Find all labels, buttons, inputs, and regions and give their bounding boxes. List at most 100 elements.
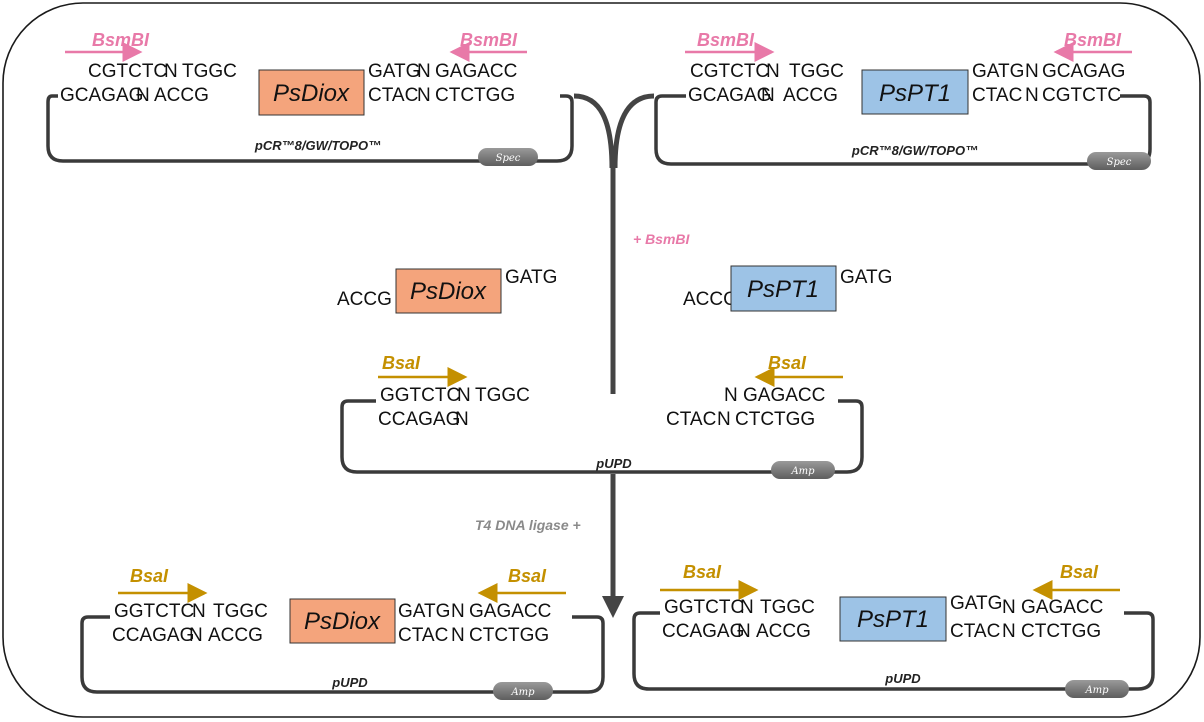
vector-name: pCR™8/GW/TOPO™: [254, 138, 381, 153]
spacer-n: N: [457, 385, 471, 406]
amp-marker: [771, 461, 835, 479]
spacer-n: N: [1002, 597, 1016, 618]
overhang-bottom: ACCG: [783, 85, 838, 106]
fragment-left-overhang: ACCG: [683, 289, 738, 310]
fragment-left-overhang: ACCG: [337, 289, 392, 310]
fragment-right-overhang: GATG: [840, 267, 892, 288]
spacer-n: N: [164, 61, 178, 82]
pspt1-gene-box: [861, 69, 969, 115]
psdiox-gene-box: [289, 598, 396, 644]
site-top-right: GAGACC: [1021, 597, 1103, 618]
bsai-left-label: BsaI: [683, 562, 722, 582]
pupd-backbone: [80, 615, 605, 694]
pspt1-fragment: ACCG PsPT1 GATG: [683, 265, 892, 312]
pupd-pspt1-product: BsaI BsaI GGTCTC N TGGC CCAGAG N ACCG Ps…: [632, 562, 1155, 698]
site-bottom-left: CCAGAG: [112, 625, 194, 646]
bsai-left-label: BsaI: [382, 353, 421, 373]
overhang-top: TGGC: [213, 601, 268, 622]
topo-backbone: [654, 94, 1152, 166]
overhang-top-right: GATG: [972, 61, 1024, 82]
digest-step-label: + BsmBI: [633, 231, 691, 247]
overhang-bottom: ACCG: [154, 85, 209, 106]
bsai-right-label: BsaI: [508, 566, 547, 586]
ligation-flow: T4 DNA ligase +: [475, 474, 624, 618]
topo-backbone: [46, 94, 574, 163]
pspt1-gene-label: PsPT1: [747, 276, 819, 303]
pspt1-gene-label: PsPT1: [879, 80, 951, 107]
spacer-n: N: [417, 85, 431, 106]
psdiox-fragment: ACCG PsDiox GATG: [337, 267, 557, 314]
site-bottom-right: CTCTGG: [435, 85, 515, 106]
overhang-top-right: GATG: [368, 61, 420, 82]
spacer-n: N: [1002, 621, 1016, 642]
amp-marker-label: Amp: [510, 687, 535, 698]
spec-marker: [1087, 152, 1151, 170]
overhang-top: TGGC: [760, 597, 815, 618]
vector-name: pUPD: [595, 456, 632, 471]
spacer-n: N: [451, 625, 465, 646]
spacer-n: N: [192, 601, 206, 622]
pupd-backbone: [340, 399, 864, 474]
site-top-left: GGTCTC: [114, 601, 194, 622]
site-bottom-left: GCAGAG: [60, 85, 143, 106]
amp-marker: [493, 682, 553, 700]
topo-pspt1-construct: BsmBI BsmBI CGTCTC N TGGC GCAGAG N ACCG …: [654, 30, 1152, 170]
amp-marker: [1065, 680, 1129, 698]
vector-name: pUPD: [884, 671, 921, 686]
bsmbi-left-label: BsmBI: [92, 30, 150, 50]
overhang-top-right: GATG: [398, 601, 450, 622]
spacer-n: N: [1025, 61, 1039, 82]
site-bottom-left: GCAGAG: [688, 85, 771, 106]
spacer-n: N: [451, 601, 465, 622]
site-top-left: GGTCTC: [380, 385, 460, 406]
bsmbi-right-label: BsmBI: [460, 30, 518, 50]
bsmbi-right-label: BsmBI: [1064, 30, 1122, 50]
bsai-right-label: BsaI: [1060, 562, 1099, 582]
spacer-n: N: [724, 385, 738, 406]
pspt1-gene-box: [839, 596, 947, 642]
arrow-down-icon: [602, 596, 624, 618]
spec-marker: [478, 148, 538, 166]
site-top-right: GAGACC: [743, 385, 825, 406]
spec-marker-label: Spec: [1107, 157, 1132, 168]
site-top-left: GGTCTC: [664, 597, 744, 618]
pupd-backbone: [632, 611, 1155, 691]
spacer-n: N: [136, 85, 150, 106]
vector-name: pCR™8/GW/TOPO™: [851, 143, 978, 158]
overhang-bottom-right: CTAC: [972, 85, 1022, 106]
site-bottom-right: CTCTGG: [469, 625, 549, 646]
pupd-psdiox-product: BsaI BsaI GGTCTC N TGGC CCAGAG N ACCG Ps…: [80, 566, 605, 700]
amp-marker-label: Amp: [790, 466, 815, 477]
overhang-bottom-right: CTAC: [398, 625, 448, 646]
site-top-left: CGTCTC: [88, 61, 167, 82]
overhang-bottom-right: CTAC: [666, 409, 716, 430]
site-bottom-right: CTCTGG: [1021, 621, 1101, 642]
site-bottom-right: CTCTGG: [735, 409, 815, 430]
merge-stroke-right: [612, 93, 655, 169]
site-bottom-left: CCAGAG: [662, 621, 744, 642]
site-bottom-right: CGTCTC: [1042, 85, 1121, 106]
digest-flow: + BsmBI: [573, 93, 691, 394]
spacer-n: N: [740, 597, 754, 618]
overhang-bottom-right: CTAC: [950, 621, 1000, 642]
pupd-open-vector: BsaI BsaI GGTCTC N TGGC CCAGAG N N GAGAC…: [340, 353, 864, 479]
site-top-right: GCAGAG: [1042, 61, 1125, 82]
pspt1-gene-label: PsPT1: [857, 606, 929, 633]
pspt1-gene-box: [730, 265, 837, 312]
merge-stroke-left: [573, 93, 615, 169]
psdiox-gene-box: [258, 69, 365, 116]
spacer-n: N: [417, 61, 431, 82]
spec-marker-label: Spec: [496, 153, 521, 164]
overhang-top: TGGC: [789, 61, 844, 82]
site-top-right: GAGACC: [469, 601, 551, 622]
spacer-n: N: [189, 625, 203, 646]
overhang-top-right: GATG: [950, 593, 1002, 614]
overhang-top: TGGC: [475, 385, 530, 406]
overhang-bottom: ACCG: [208, 625, 263, 646]
spacer-n: N: [766, 61, 780, 82]
spacer-n: N: [737, 621, 751, 642]
amp-marker-label: Amp: [1084, 685, 1109, 696]
ligation-step-label: T4 DNA ligase +: [475, 517, 581, 533]
bsmbi-left-label: BsmBI: [697, 30, 755, 50]
